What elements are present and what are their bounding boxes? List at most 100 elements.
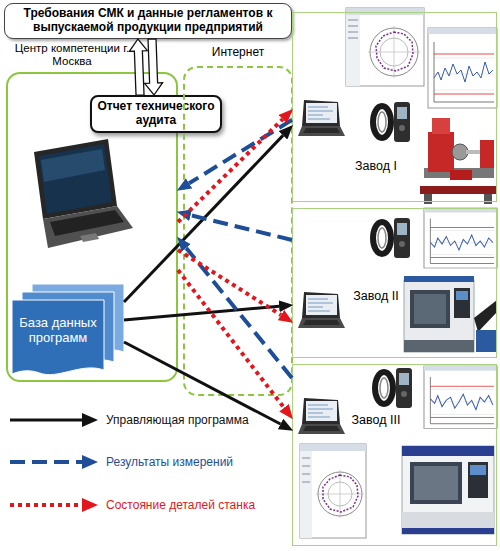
lathe-machine (450, 170, 472, 180)
cnc-machine (470, 465, 486, 475)
measurement-chart (434, 62, 493, 82)
polar-screenshot (300, 444, 366, 451)
competence-center-frame: Центр компетенции г. МоскваОтчет техниче… (6, 72, 178, 382)
lathe-machine (480, 140, 494, 168)
polar-screenshot (300, 451, 312, 538)
plant-laptop (306, 295, 337, 315)
measurement-chart (428, 28, 497, 34)
measurement-chart (430, 219, 494, 264)
lathe-machine (432, 118, 450, 134)
legend-line (10, 503, 84, 507)
bearing-sensor (378, 228, 386, 248)
polar-screenshot (316, 470, 364, 518)
plant-laptop (308, 405, 333, 417)
control-program-arrow (124, 342, 280, 424)
plant-laptop (298, 126, 345, 136)
requirements-box: Требования СМК и данные регламентов к вы… (4, 3, 292, 39)
bearing-sensor (394, 218, 410, 258)
legend-text: Состояние деталей станка (106, 498, 255, 512)
lathe-machine (484, 194, 492, 204)
measurement-chart (428, 28, 497, 108)
program-database: База данных программ (12, 284, 124, 376)
internet-frame: Интернет (183, 66, 293, 396)
plant-laptop (302, 292, 340, 318)
cnc-machine (414, 294, 446, 324)
cnc-machine (402, 528, 494, 534)
plant-frame: Завод II (292, 208, 497, 358)
cnc-machine (456, 291, 468, 300)
cnc-machine (402, 446, 494, 534)
cnc-machine (454, 288, 470, 318)
measurement-chart (424, 366, 497, 428)
plant-laptop (298, 398, 345, 434)
lathe-machine (424, 194, 432, 204)
legend-item: Результаты измерений (8, 452, 268, 474)
plant-laptop (303, 426, 340, 431)
measurement-chart (430, 394, 493, 410)
bearing-sensor (378, 112, 386, 132)
node-text: Отчет технического аудита (92, 100, 220, 128)
legend-text: Результаты измерений (106, 455, 233, 469)
legend-item: Состояние деталей станка (8, 495, 268, 517)
measurement-chart (424, 208, 497, 268)
legend-arrow-head (82, 413, 98, 427)
polar-screenshot (302, 458, 310, 482)
legend-line (10, 460, 84, 464)
legend-arrow-head (82, 498, 98, 512)
measurement-chart (424, 366, 497, 371)
polar-screenshot (346, 15, 360, 86)
plant-laptop (306, 103, 337, 123)
center-laptop (43, 206, 133, 248)
legend-text: Управляющая программа (106, 413, 249, 427)
node-text: Завод I (341, 159, 411, 173)
polar-screenshot (376, 32, 413, 71)
cnc-machine (404, 340, 474, 352)
measurement-chart (430, 228, 494, 258)
measurement-chart (430, 377, 494, 424)
legend-sample (8, 495, 100, 515)
cnc-machine (402, 446, 494, 456)
measurement-chart (434, 54, 494, 94)
measurement-chart (430, 235, 493, 250)
lathe-machine (428, 132, 454, 172)
cnc-machine (410, 462, 462, 504)
cnc-machine (404, 276, 474, 282)
plant-laptop (308, 107, 333, 119)
center-laptop (34, 139, 133, 248)
center-laptop (80, 233, 99, 242)
lathe-machine (420, 118, 496, 204)
polar-screenshot (300, 444, 366, 538)
measurement-chart (434, 58, 494, 90)
plant-laptop (298, 318, 345, 328)
measurement-arrow (186, 248, 292, 378)
bearing-sensor (399, 373, 409, 385)
cnc-machine (410, 290, 450, 328)
measurement-chart (430, 231, 494, 255)
plant-laptop (303, 128, 340, 133)
bearing-sensor (396, 368, 412, 408)
lathe-machine (452, 144, 468, 160)
plant-frame: Завод I (292, 12, 497, 202)
measurement-arrow (191, 215, 292, 240)
cnc-machine (402, 446, 494, 534)
legend-line (10, 419, 84, 422)
machine-state-arrow (178, 250, 281, 315)
bearing-sensor (401, 391, 407, 397)
cnc-machine (404, 276, 497, 352)
control-program-arrow (124, 135, 283, 302)
legend-sample (8, 410, 100, 430)
plant-laptop (298, 100, 345, 136)
measurement-chart (430, 389, 494, 414)
plant-laptop (298, 292, 345, 328)
bearing-sensor (375, 372, 393, 404)
block-arrow (129, 39, 147, 95)
machine-state-arrow (178, 270, 284, 408)
center-laptop (34, 139, 117, 219)
plant-laptop (302, 100, 340, 126)
plant-laptop (303, 320, 340, 325)
node-text: Требования СМК и данные регламентов к вы… (23, 7, 273, 35)
polar-screenshot (348, 20, 358, 38)
